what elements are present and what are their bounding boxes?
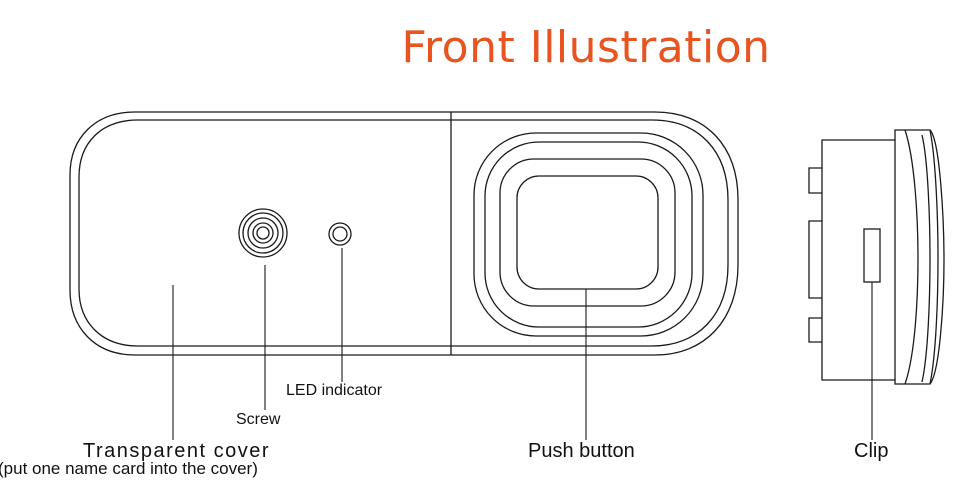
front-view [69,111,739,356]
screw-label: Screw [236,411,281,428]
led-indicator-label: LED indicator [286,382,383,399]
side-tab-top [808,167,822,194]
push-button-inner-frame [484,141,693,328]
leader-lines [172,248,873,440]
clip-label: Clip [854,440,889,462]
side-tab-middle [808,220,822,299]
side-body-outline [821,129,945,385]
push-button-face[interactable] [516,175,659,290]
screw-icon [238,208,288,258]
device-outer-body [69,111,739,356]
side-view [808,129,945,385]
led-indicator-icon [328,222,352,246]
side-body-edge-2 [904,129,919,385]
diagram-title: Front Illustration [401,22,771,73]
push-button-outer-ring[interactable] [499,158,676,307]
transparent-cover-note: (put one name card into the cover) [0,459,258,478]
side-tab-bottom [808,317,822,343]
side-body-edge-4 [921,134,931,383]
clip-icon [863,228,881,283]
push-button-outer-frame [473,132,704,337]
device-inner-body [78,119,729,347]
side-body-edge-3 [929,129,939,385]
push-button-label: Push button [528,440,635,462]
transparent-cover-label: Transparent cover [83,440,271,462]
